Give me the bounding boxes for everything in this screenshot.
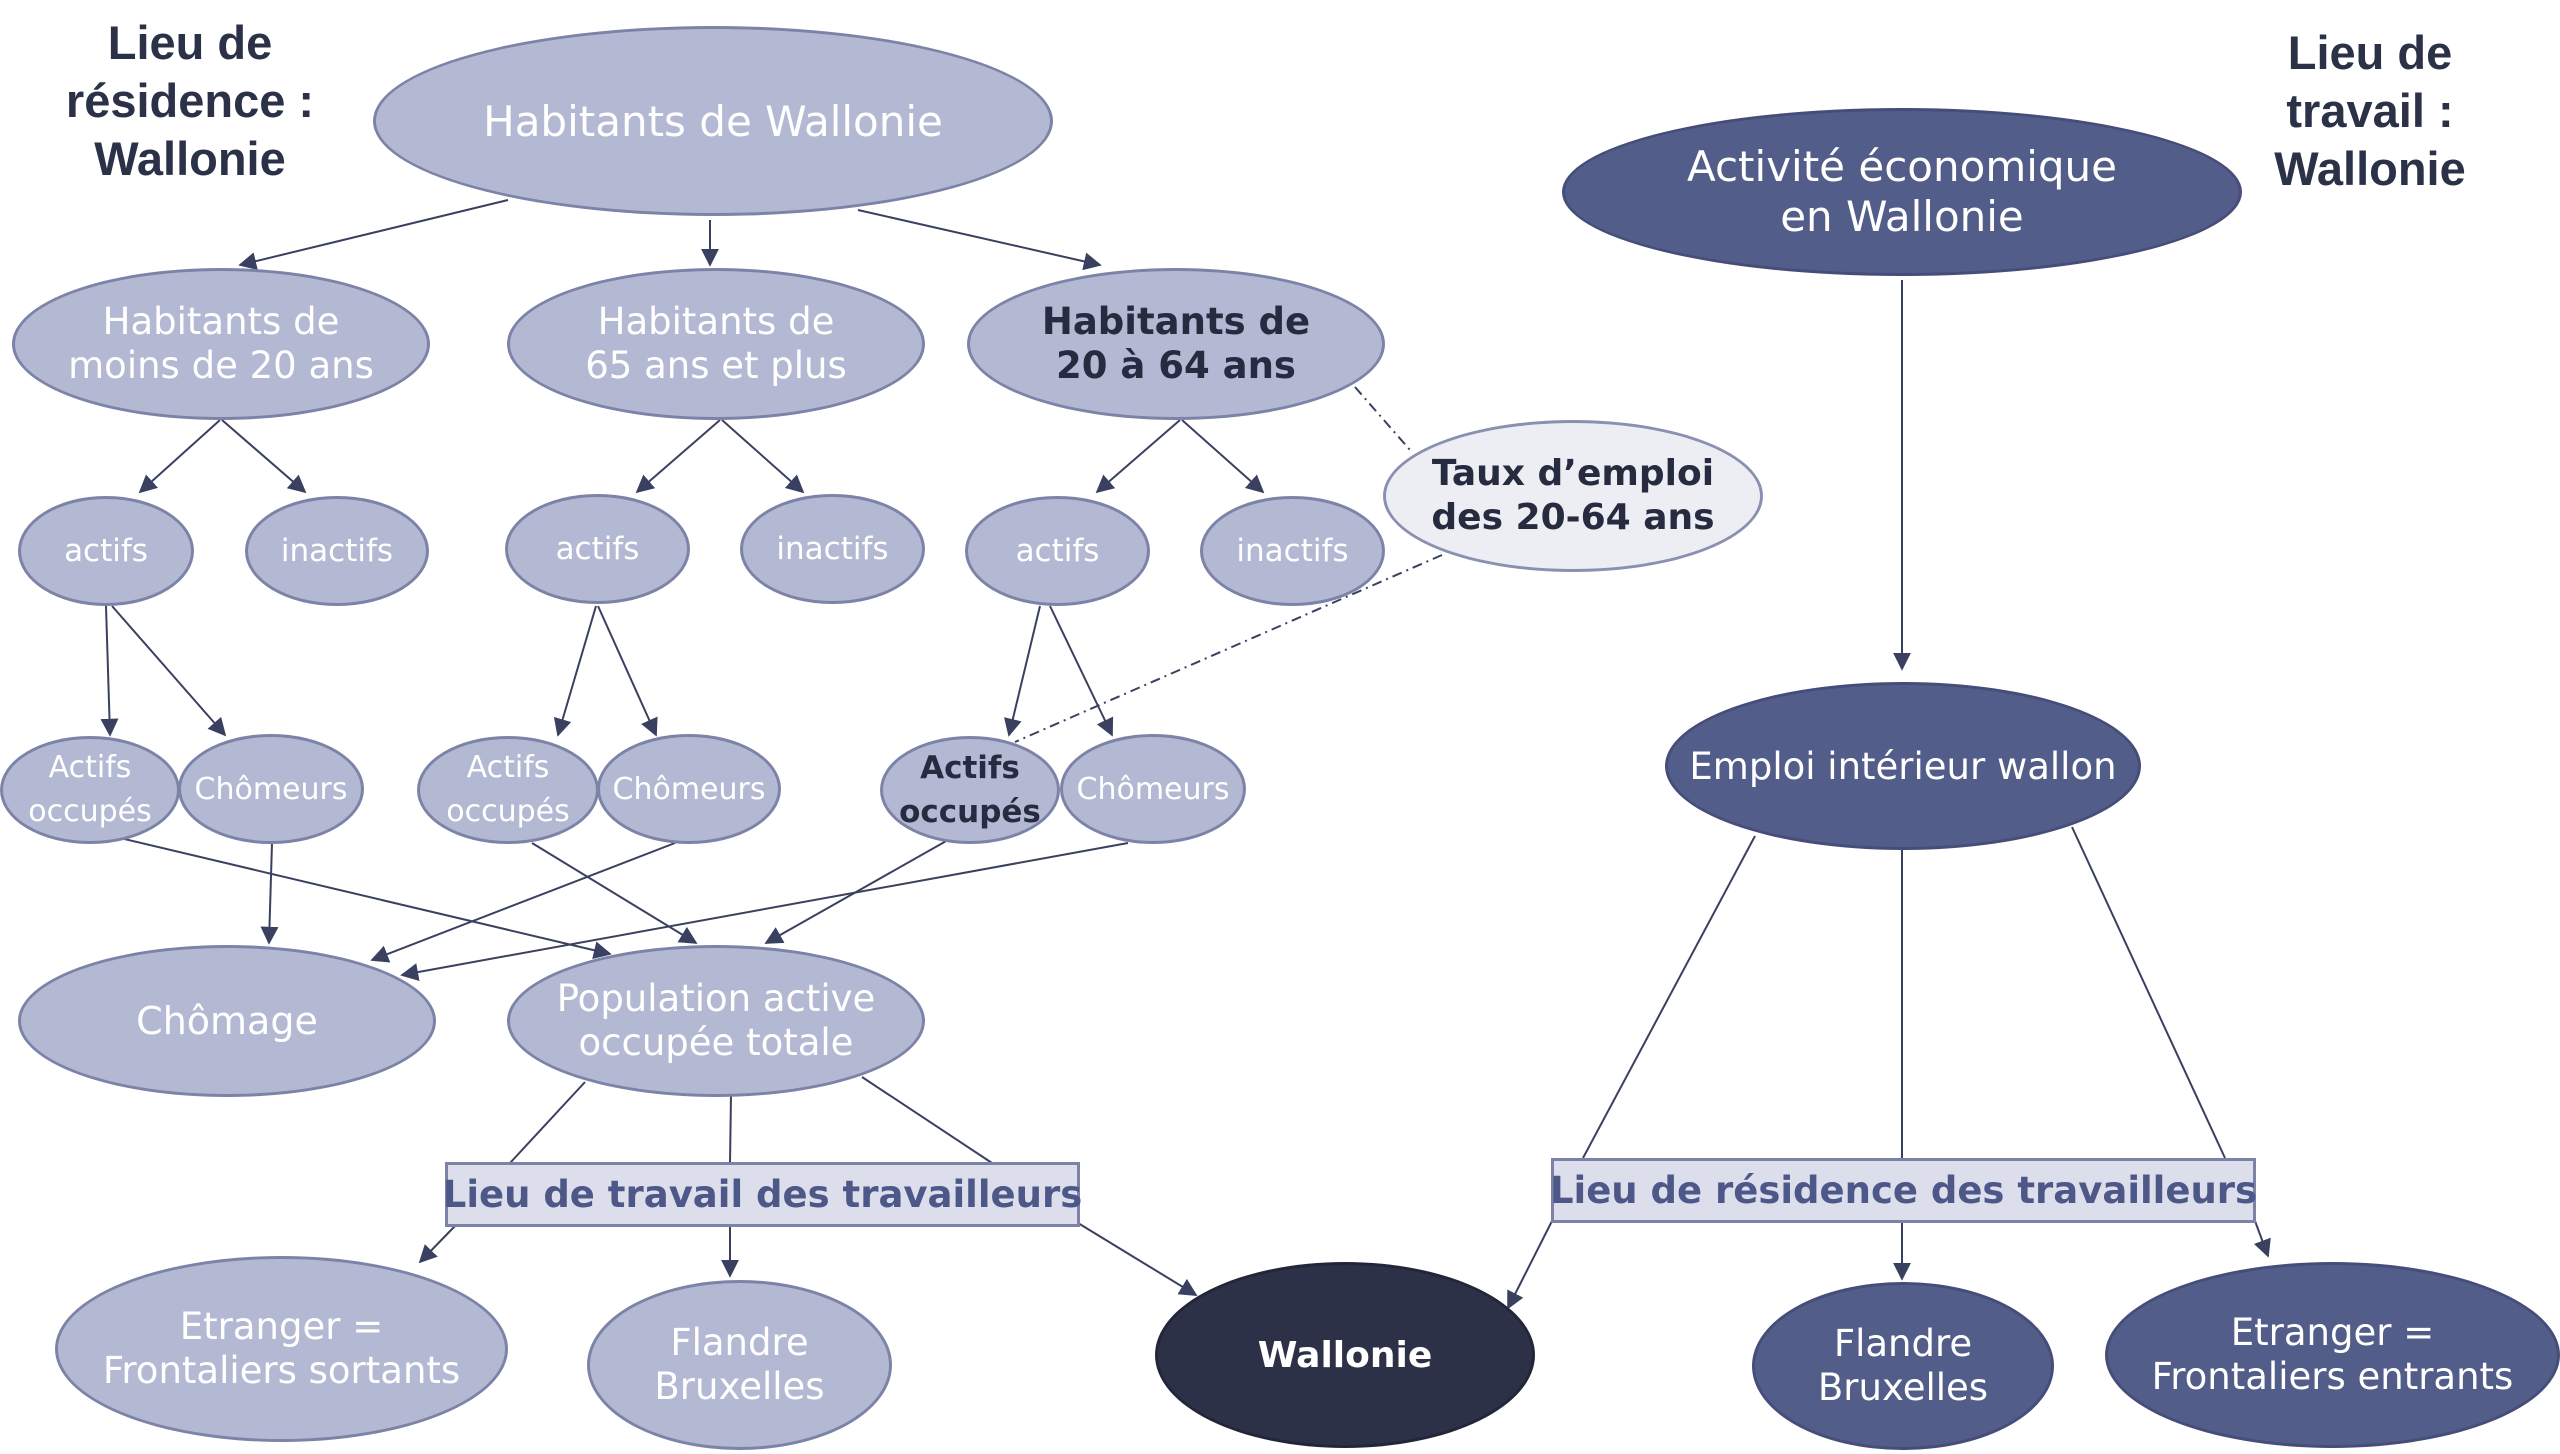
node-habitants-moins-20: Habitants de moins de 20 ans [12, 268, 430, 420]
arrow [1507, 1220, 1553, 1310]
arrow [260, 842, 279, 945]
arrow [1077, 1222, 1198, 1296]
arrow [100, 605, 119, 737]
connector [861, 1076, 993, 1164]
arrow [111, 605, 227, 737]
connector [1582, 835, 1756, 1159]
node-chomeurs-1: Chômeurs [178, 734, 364, 844]
box-lieu-residence-travailleurs: Lieu de résidence des travailleurs [1550, 1158, 2257, 1223]
node-flandre-bruxelles-right: Flandre Bruxelles [1752, 1282, 2054, 1450]
node-habitants-65-plus: Habitants de 65 ans et plus [507, 268, 925, 420]
arrow [400, 842, 1129, 981]
arrow [2253, 1220, 2271, 1258]
node-etranger-entrants: Etranger = Frontaliers entrants [2105, 1262, 2560, 1448]
connector [509, 1081, 586, 1164]
arrow [597, 605, 658, 737]
arrow [221, 419, 307, 494]
header-residence: Lieu de résidence : Wallonie [65, 16, 315, 185]
box-lieu-travail-travailleurs: Lieu de travail des travailleurs [443, 1162, 1082, 1227]
arrow [370, 842, 676, 963]
header-travail: Lieu de travail : Wallonie [2274, 26, 2466, 195]
arrow [531, 842, 698, 944]
node-inactifs-3: inactifs [1200, 496, 1385, 606]
node-actifs-occupes-3: Actifs occupés [880, 736, 1060, 844]
arrow [119, 837, 612, 960]
node-flandre-bruxelles-left: Flandre Bruxelles [587, 1280, 892, 1450]
arrow [418, 1225, 456, 1264]
arrow [1049, 605, 1114, 737]
node-chomeurs-2: Chômeurs [597, 734, 781, 844]
node-etranger-sortants: Etranger = Frontaliers sortants [55, 1256, 508, 1442]
node-habitants-wallonie: Habitants de Wallonie [373, 26, 1053, 216]
dashed-link [1354, 386, 1411, 451]
arrow [238, 199, 509, 270]
node-wallonie: Wallonie [1155, 1262, 1535, 1448]
node-actifs-2: actifs [505, 494, 690, 604]
node-inactifs-1: inactifs [245, 496, 429, 606]
node-population-active: Population active occupée totale [507, 945, 925, 1097]
connector [2071, 826, 2226, 1159]
node-inactifs-2: inactifs [740, 494, 925, 604]
arrow [553, 605, 597, 737]
arrow [764, 839, 949, 944]
arrow [635, 419, 721, 494]
node-actifs-1: actifs [18, 496, 194, 606]
node-emploi-interieur: Emploi intérieur wallon [1665, 682, 2141, 850]
node-actifs-occupes-2: Actifs occupés [417, 736, 599, 844]
node-habitants-20-64: Habitants de 20 à 64 ans [967, 268, 1385, 420]
arrow [1004, 605, 1041, 737]
arrow [1181, 419, 1265, 494]
node-actifs-3: actifs [965, 496, 1150, 606]
connector [729, 1094, 732, 1164]
arrow [1095, 419, 1181, 494]
node-chomeurs-3: Chômeurs [1060, 734, 1246, 844]
arrow [138, 419, 221, 494]
arrow [857, 209, 1102, 271]
node-actifs-occupes-1: Actifs occupés [0, 736, 180, 844]
node-chomage: Chômage [18, 945, 436, 1097]
arrow [721, 419, 805, 494]
node-taux-emploi: Taux d’emploi des 20-64 ans [1383, 420, 1763, 572]
node-activite-economique: Activité économique en Wallonie [1562, 108, 2242, 276]
